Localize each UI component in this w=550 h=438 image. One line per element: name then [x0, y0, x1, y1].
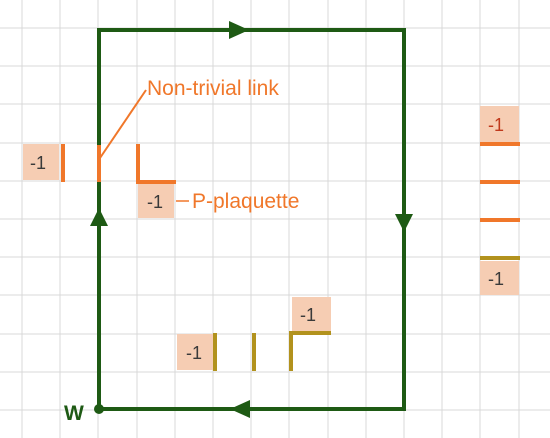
badge-plaquette: -1	[147, 192, 163, 212]
arrow-top	[229, 21, 249, 39]
badge-right-top-bg	[480, 106, 519, 142]
badge-bottom-left-bg	[177, 334, 213, 370]
badge-bottom-corner: -1	[300, 305, 316, 325]
badge-left: -1	[30, 153, 46, 173]
arrow-left	[90, 208, 108, 226]
p-plaquette-corner	[136, 144, 176, 184]
nontrivial-link-leader	[99, 89, 147, 159]
arrow-right	[395, 214, 413, 232]
badge-bottom-left: -1	[186, 343, 202, 363]
arrow-bottom	[230, 400, 250, 418]
badge-left-bg	[23, 144, 59, 180]
badge-right-bottom: -1	[488, 269, 504, 289]
nontrivial-link-label: Non-trivial link	[147, 77, 279, 100]
p-plaquette-label: P-plaquette	[192, 190, 299, 213]
badge-plaquette-bg	[138, 184, 174, 218]
origin-label: W	[64, 402, 84, 425]
origin-point	[94, 404, 104, 414]
badge-right-top: -1	[488, 115, 504, 135]
badge-right-bottom-bg	[480, 261, 519, 295]
badge-bottom-corner-bg	[292, 297, 331, 331]
bottom-corner-link	[289, 331, 331, 371]
